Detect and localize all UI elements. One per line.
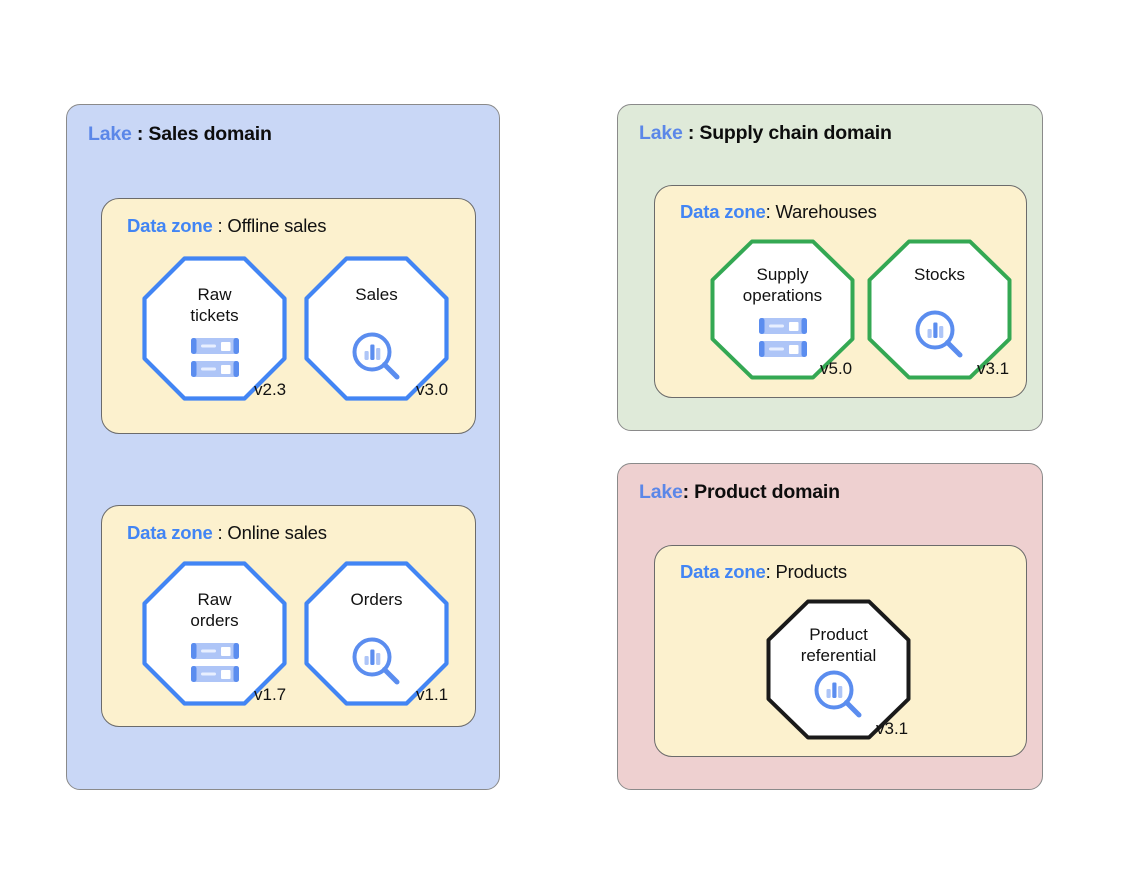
asset-stocks-version: v3.1 [977, 359, 1010, 378]
lake-supply-chain-domain-title: Lake : Supply chain domain [639, 122, 892, 145]
asset-sales-version: v3.0 [416, 380, 449, 399]
asset-product-referential[interactable]: Product referential v3.1 [766, 599, 911, 740]
zone-name: Online sales [227, 522, 327, 543]
database-icon [188, 337, 242, 384]
lake-separator: : [682, 122, 700, 144]
database-icon [188, 642, 242, 689]
analytics-search-icon [351, 331, 403, 388]
zone-name: Products [775, 561, 847, 582]
data-zone-offline-sales[interactable]: Data zone : Offline sales Raw tickets [101, 198, 476, 434]
asset-stocks[interactable]: Stocks v3.1 [867, 239, 1012, 380]
analytics-search-icon [914, 309, 966, 366]
asset-product-referential-version: v3.1 [876, 719, 909, 738]
lake-product-domain-title: Lake: Product domain [639, 481, 840, 504]
lake-supply-chain-domain[interactable]: Lake : Supply chain domain Data zone: Wa… [617, 104, 1043, 431]
analytics-search-icon [351, 636, 403, 693]
octagon-shape [142, 256, 287, 401]
octagon-shape [142, 561, 287, 706]
lake-keyword: Lake [88, 123, 132, 145]
lake-sales-domain[interactable]: Lake : Sales domain Data zone : Offline … [66, 104, 500, 790]
data-zone-offline-sales-title: Data zone : Offline sales [127, 215, 326, 237]
lake-name: Product domain [694, 481, 840, 503]
database-icon [756, 317, 810, 364]
zone-keyword: Data zone [127, 215, 213, 236]
lake-name: Supply chain domain [699, 122, 892, 144]
asset-raw-orders[interactable]: Raw orders v1.7 [142, 561, 287, 706]
octagon-shape [766, 599, 911, 740]
zone-keyword: Data zone [680, 561, 766, 582]
lake-separator: : [131, 123, 149, 145]
lake-separator: : [682, 481, 695, 503]
asset-supply-operations[interactable]: Supply operations v5.0 [710, 239, 855, 380]
data-zone-online-sales-title: Data zone : Online sales [127, 522, 327, 544]
octagon-shape [304, 561, 449, 706]
zone-keyword: Data zone [127, 522, 213, 543]
zone-keyword: Data zone [680, 201, 766, 222]
lake-sales-domain-title: Lake : Sales domain [88, 123, 272, 146]
data-zone-products[interactable]: Data zone: Products Product referential [654, 545, 1027, 757]
lake-name: Sales domain [148, 123, 272, 145]
asset-raw-tickets-version: v2.3 [254, 380, 287, 399]
analytics-search-icon [813, 669, 865, 726]
asset-raw-orders-version: v1.7 [254, 685, 287, 704]
asset-supply-operations-version: v5.0 [820, 359, 853, 378]
octagon-shape [867, 239, 1012, 380]
zone-name: Warehouses [775, 201, 877, 222]
lake-keyword: Lake [639, 122, 683, 144]
data-zone-online-sales[interactable]: Data zone : Online sales Raw orders [101, 505, 476, 727]
asset-sales[interactable]: Sales v3.0 [304, 256, 449, 401]
data-zone-warehouses[interactable]: Data zone: Warehouses Supply operations [654, 185, 1027, 398]
zone-separator: : [765, 561, 776, 582]
octagon-shape [304, 256, 449, 401]
zone-name: Offline sales [227, 215, 327, 236]
data-zone-warehouses-title: Data zone: Warehouses [680, 201, 877, 223]
asset-orders[interactable]: Orders v1.1 [304, 561, 449, 706]
data-zone-products-title: Data zone: Products [680, 561, 847, 583]
lake-keyword: Lake [639, 481, 683, 503]
zone-separator: : [212, 215, 228, 236]
octagon-shape [710, 239, 855, 380]
asset-raw-tickets[interactable]: Raw tickets v2.3 [142, 256, 287, 401]
asset-orders-version: v1.1 [416, 685, 449, 704]
zone-separator: : [765, 201, 776, 222]
zone-separator: : [212, 522, 228, 543]
lake-product-domain[interactable]: Lake: Product domain Data zone: Products… [617, 463, 1043, 790]
